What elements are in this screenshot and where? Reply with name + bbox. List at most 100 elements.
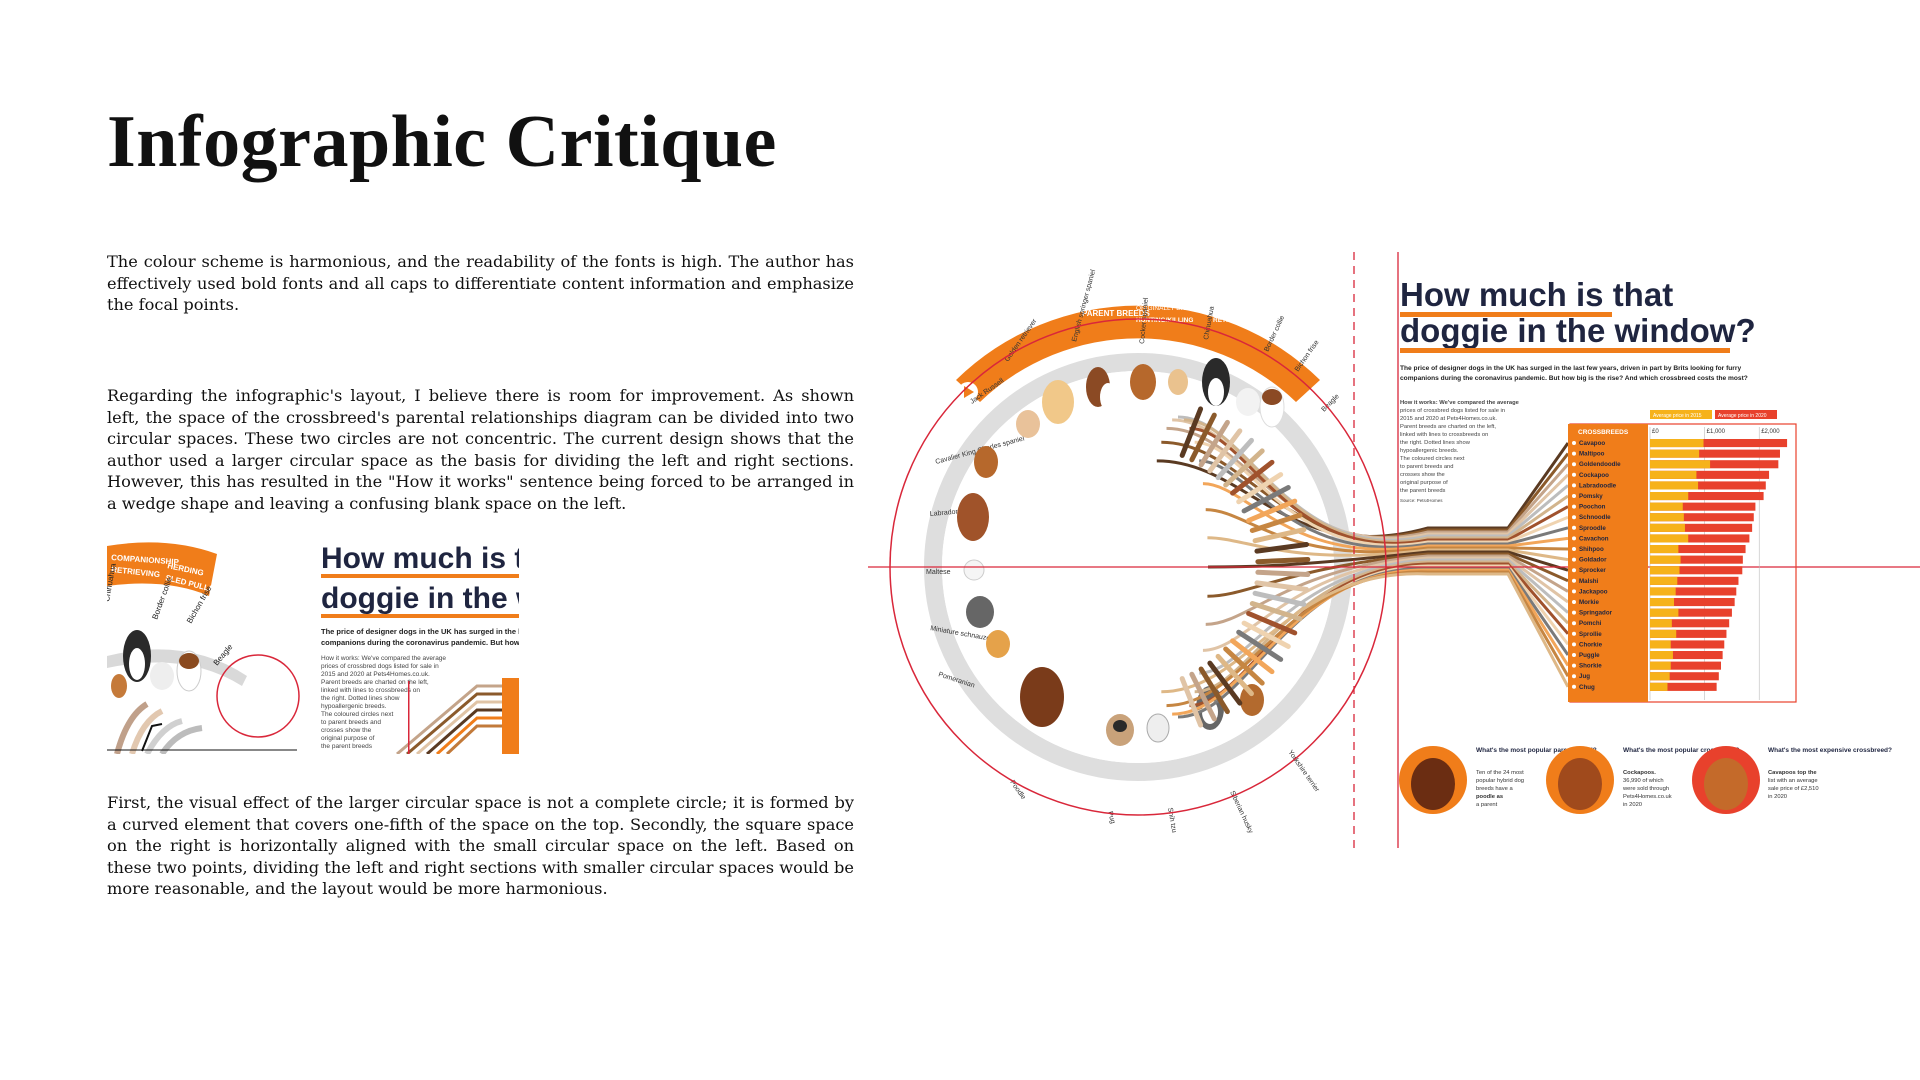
legend-2020-label: Average price in 2020: [1718, 413, 1767, 419]
bar-chart: CavapooMaltipooGoldendoodleCockapooLabra…: [1572, 439, 1788, 691]
svg-text:the parent breeds: the parent breeds: [1400, 488, 1446, 494]
crossbreed-label: Shihpoo: [1579, 546, 1604, 553]
bar-2015: [1650, 619, 1672, 628]
crossbreed-purpose-dot: [1572, 568, 1576, 573]
legend-2020-swatch: [1715, 410, 1777, 419]
crossbreed-link-line: [1207, 552, 1569, 598]
crossbreed-label: Cavachon: [1579, 535, 1609, 542]
crossbreed-label: Morkie: [1579, 599, 1600, 606]
bar-2015: [1650, 513, 1684, 522]
svg-text:How it works: We've compared t: How it works: We've compared the average: [1400, 400, 1520, 406]
parent-breed-stub: [1198, 666, 1230, 715]
crossbreed-purpose-dot: [1572, 684, 1576, 689]
bar-2015: [1650, 598, 1675, 607]
crossbreed-label: Jug: [1579, 673, 1590, 680]
crossbreed-label: Cavapoo: [1579, 440, 1605, 447]
cockapoo-icon: [1558, 758, 1602, 810]
legend-2015-swatch: [1650, 410, 1712, 419]
thumb-headline-2: doggie in the window?: [321, 582, 519, 615]
parent-breed-stub: [1236, 629, 1284, 662]
bar-2020: [1650, 619, 1730, 628]
crossbreed-purpose-dot: [1572, 472, 1576, 477]
how-it-works-text: How it works: We've compared the average…: [1400, 400, 1520, 503]
crossbreed-purpose-dot: [1572, 557, 1576, 562]
bar-2020: [1650, 545, 1746, 554]
bar-2020: [1650, 492, 1764, 501]
crossbreed-link-lines: [1156, 406, 1570, 728]
crossbreed-purpose-dot: [1572, 663, 1576, 668]
thumb-link-lines: [396, 684, 519, 754]
bar-2015: [1650, 439, 1704, 448]
bar-2020: [1650, 481, 1766, 490]
crossbreed-purpose-dot: [1572, 525, 1576, 530]
bar-2015: [1650, 608, 1679, 617]
crossbreeds-header: CROSSBREEDS: [1578, 429, 1629, 436]
parent-breed-stub: [1252, 527, 1307, 544]
bar-2020: [1650, 460, 1779, 469]
svg-text:prices of crossbred dogs liste: prices of crossbred dogs listed for sale…: [321, 663, 439, 670]
parent-breed-stub: [1255, 556, 1311, 565]
parent-breed-stub: [1254, 580, 1310, 592]
parent-breed-stub: [1254, 542, 1310, 554]
svg-text:crosses show the: crosses show the: [1400, 472, 1445, 478]
axis-tick-label: £0: [1652, 429, 1659, 435]
bar-2015: [1650, 545, 1679, 554]
label-shih-tzu: Shih tzu: [1166, 807, 1177, 833]
thumb-how-it-works: How it works: We've compared the average…: [321, 655, 446, 750]
thumbnail-crop-figure: COMPANIONSHIP RETRIEVING HERDING SLED PU…: [107, 536, 519, 754]
parent-breed-stub: [1246, 498, 1298, 523]
crossbreed-label: Goldendoodle: [1579, 461, 1621, 468]
bar-2015: [1650, 555, 1681, 564]
svg-text:in 2020: in 2020: [1768, 794, 1787, 800]
bar-2015: [1650, 629, 1677, 638]
svg-text:prices of crossbred dogs liste: prices of crossbred dogs listed for sale…: [1400, 408, 1505, 414]
svg-text:The coloured circles next: The coloured circles next: [1400, 456, 1465, 462]
bar-2015: [1650, 682, 1668, 691]
bar-2020: [1650, 672, 1719, 681]
parent-breed-stub: [1215, 437, 1254, 481]
parent-breed-stub: [1215, 653, 1254, 697]
thumb-standfirst-2: companions during the coronavirus pandem…: [321, 638, 519, 647]
label-yorkshire-terrier: Yorkshire terrier: [1286, 749, 1320, 794]
bar-2015: [1650, 534, 1689, 543]
bar-2020: [1650, 598, 1735, 607]
dog-icons: [957, 358, 1285, 746]
crossbreed-label: Cockapoo: [1579, 472, 1609, 479]
svg-text:to parent breeds and: to parent breeds and: [321, 719, 381, 726]
parent-breed-stub: [1246, 611, 1298, 636]
bar-2015: [1650, 651, 1673, 660]
crossbreed-label: Sprollie: [1579, 631, 1602, 638]
label-maltese: Maltese: [926, 569, 951, 576]
crossbreed-purpose-dot: [1572, 451, 1576, 456]
crossbreed-purpose-dot: [1572, 494, 1576, 498]
crossbreed-purpose-dot: [1572, 631, 1576, 636]
parent-breed-stub: [1230, 459, 1275, 496]
crossbreed-purpose-dot: [1572, 653, 1576, 657]
parent-breed-stub: [1249, 512, 1303, 533]
parent-breed-stub: [1230, 638, 1275, 675]
crossbreeds-column: [1568, 424, 1648, 702]
red-guide-overlay: [868, 252, 1920, 848]
label-bichon-frise: Bichon frise: [1294, 339, 1321, 373]
annotated-infographic-figure: PARENT BREEDS ORIGINALLY BRED FOR HUNTIN…: [868, 252, 1920, 848]
bar-2020: [1650, 651, 1723, 660]
parent-breed-stub: [1189, 671, 1217, 722]
crossbreed-link-line: [1202, 482, 1569, 551]
crossbreed-label: Sprocker: [1579, 567, 1606, 574]
thumb-headline-1: How much is that: [321, 542, 519, 575]
crossbreed-label: Sproodle: [1579, 525, 1606, 532]
svg-text:Cavapoos top the: Cavapoos top the: [1768, 770, 1817, 776]
crossbreed-link-line: [1183, 418, 1569, 544]
parent-breed-stub: [1252, 590, 1307, 607]
page-title: Infographic Critique: [107, 101, 777, 183]
parent-breed-stub: [1179, 676, 1204, 728]
bar-2020: [1650, 661, 1721, 670]
crossbreed-label: Chorkie: [1579, 641, 1603, 648]
crossbreed-label: Chug: [1579, 684, 1595, 691]
crossbreed-label: Pomchi: [1579, 620, 1602, 627]
svg-text:The coloured circles next: The coloured circles next: [321, 711, 393, 718]
headline-line-1: How much is that: [1400, 276, 1673, 313]
arc-purpose-companionship: COMPANIONSHIP: [1213, 305, 1269, 312]
svg-text:Pets4Homes.co.uk: Pets4Homes.co.uk: [1623, 794, 1672, 800]
bar-2015: [1650, 672, 1670, 681]
